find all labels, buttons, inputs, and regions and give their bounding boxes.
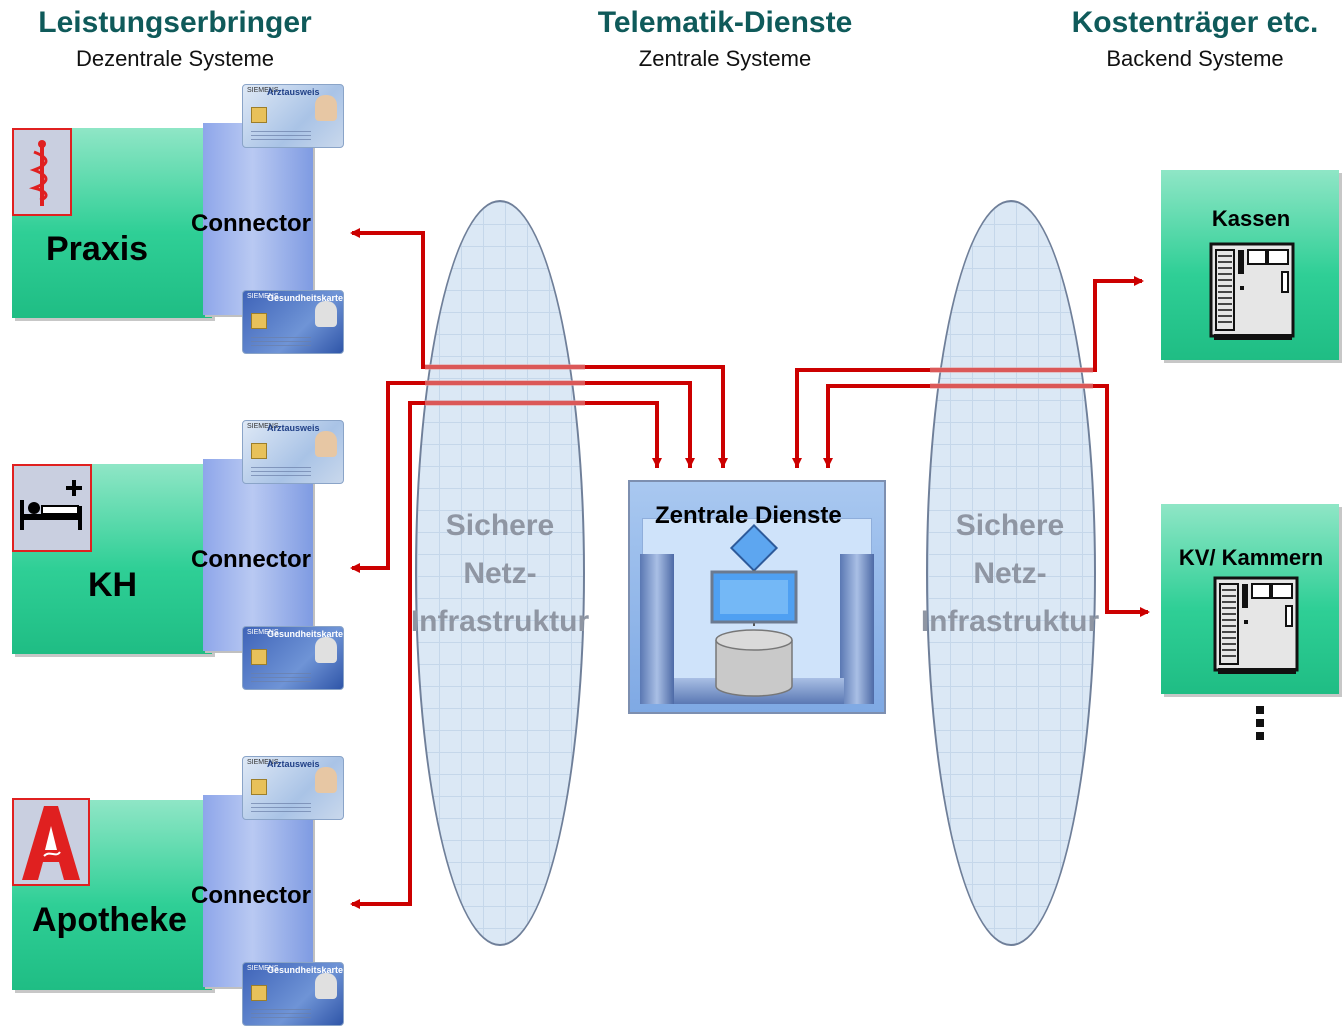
secure-network-left	[415, 200, 585, 946]
network-right-line2: Netz-	[973, 557, 1047, 590]
doctor-card-praxis: SIEMENS Arztausweis	[242, 84, 344, 148]
card-brand: SIEMENS	[247, 759, 279, 766]
card-title: Gesundheitskarte	[267, 965, 344, 975]
route-kv	[826, 384, 1150, 617]
network-left-line2: Netz-	[463, 557, 537, 590]
portrait-icon	[315, 301, 337, 327]
chip-icon	[251, 649, 267, 665]
backend-label-kassen: Kassen	[1211, 206, 1291, 231]
network-right-line1: Sichere	[955, 509, 1065, 542]
card-brand: SIEMENS	[247, 629, 279, 636]
card-text-lines	[251, 467, 311, 477]
server-rack-icon	[1209, 242, 1295, 340]
connector-label-kh: Connector	[191, 546, 311, 573]
central-services-box: Zentrale Dienste	[628, 480, 886, 714]
connector-label-apotheke: Connector	[191, 882, 311, 909]
network-label-left: Sichere Netz- Infrastruktur	[400, 502, 600, 646]
chip-icon	[251, 107, 267, 123]
route-praxis	[350, 228, 725, 468]
portrait-icon	[315, 95, 337, 121]
card-text-lines	[251, 131, 311, 141]
server-rack-icon	[1213, 576, 1299, 674]
connector-box-kh	[203, 459, 313, 651]
column-title-telematik: Telematik-Dienste	[597, 6, 853, 39]
network-left-line3: Infrastruktur	[410, 605, 590, 638]
column-subtitle-zentral: Zentrale Systeme	[638, 46, 812, 71]
health-card-apotheke: SIEMENS Gesundheitskarte	[242, 962, 344, 1026]
site-label-kh: KH	[88, 566, 138, 604]
column-subtitle-dezentral: Dezentrale Systeme	[75, 46, 275, 71]
portrait-icon	[315, 973, 337, 999]
card-title: Arztausweis	[267, 87, 320, 97]
health-card-kh: SIEMENS Gesundheitskarte	[242, 626, 344, 690]
route-apotheke	[350, 401, 659, 909]
chip-icon	[251, 985, 267, 1001]
network-right-line3: Infrastruktur	[920, 605, 1100, 638]
column-title-kostentraeger: Kostenträger etc.	[1071, 6, 1319, 39]
caduceus-icon	[12, 128, 72, 216]
card-title: Gesundheitskarte	[267, 629, 344, 639]
hospital-bed-icon	[12, 464, 92, 552]
central-services-label: Zentrale Dienste	[655, 502, 842, 529]
connector-box-apotheke	[203, 795, 313, 987]
doctor-card-kh: SIEMENS Arztausweis	[242, 420, 344, 484]
pillar-left	[640, 554, 674, 704]
network-label-right: Sichere Netz- Infrastruktur	[910, 502, 1110, 646]
site-label-apotheke: Apotheke	[32, 901, 187, 939]
column-title-leistungserbringer: Leistungserbringer	[38, 6, 312, 39]
card-brand: SIEMENS	[247, 293, 279, 300]
pillar-right	[840, 554, 874, 704]
route-kh	[350, 381, 692, 573]
card-title: Arztausweis	[267, 423, 320, 433]
card-text-lines	[251, 673, 311, 683]
connector-label-praxis: Connector	[191, 210, 311, 237]
card-title: Arztausweis	[267, 759, 320, 769]
health-card-praxis: SIEMENS Gesundheitskarte	[242, 290, 344, 354]
chip-icon	[251, 443, 267, 459]
card-brand: SIEMENS	[247, 87, 279, 94]
card-text-lines	[251, 337, 311, 347]
column-subtitle-backend: Backend Systeme	[1106, 46, 1284, 71]
doctor-card-apotheke: SIEMENS Arztausweis	[242, 756, 344, 820]
card-brand: SIEMENS	[247, 965, 279, 972]
portrait-icon	[315, 431, 337, 457]
more-items-ellipsis-icon	[1256, 706, 1264, 745]
card-text-lines	[251, 1009, 311, 1019]
portrait-icon	[315, 637, 337, 663]
card-title: Gesundheitskarte	[267, 293, 344, 303]
portrait-icon	[315, 767, 337, 793]
central-server-icon	[710, 523, 798, 697]
connector-box-praxis	[203, 123, 313, 315]
site-label-praxis: Praxis	[46, 230, 149, 268]
card-brand: SIEMENS	[247, 423, 279, 430]
backend-label-kv: KV/ Kammern	[1178, 545, 1324, 570]
chip-icon	[251, 779, 267, 795]
network-left-line1: Sichere	[445, 509, 555, 542]
card-text-lines	[251, 803, 311, 813]
secure-network-right	[926, 200, 1096, 946]
chip-icon	[251, 313, 267, 329]
pharmacy-a-icon	[12, 798, 90, 886]
route-kassen	[795, 276, 1144, 468]
